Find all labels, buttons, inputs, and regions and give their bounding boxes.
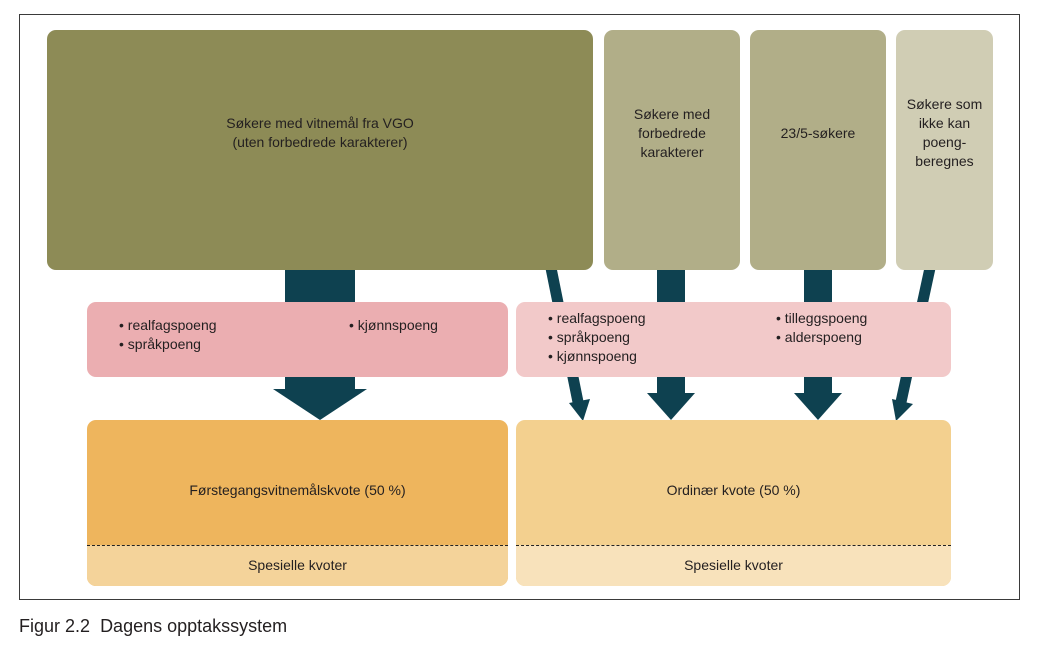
points-left-list-1: realfagspoeng språkpoeng [119,316,217,354]
list-item: kjønnspoeng [548,347,646,366]
first-time-quota-divider [87,545,508,546]
figure-caption: Figur 2.2 Dagens opptakssystem [19,616,287,637]
points-left-list-2: kjønnspoeng [349,316,438,335]
applicants-vgo-box: Søkere med vitnemål fra VGO (uten forbed… [47,30,593,270]
first-time-special-quota-label: Spesielle kvoter [248,557,347,573]
ordinary-special-quota-label: Spesielle kvoter [684,557,783,573]
figure-title: Dagens opptakssystem [100,616,288,636]
applicants-23-5-box: 23/5-søkere [750,30,886,270]
list-item: språkpoeng [548,328,646,347]
points-right-list-2: tilleggspoeng alderspoeng [776,309,868,347]
applicants-no-points-box: Søkere som ikke kan poeng- beregnes [896,30,993,270]
list-item: tilleggspoeng [776,309,868,328]
list-item: alderspoeng [776,328,867,347]
ordinary-quota-divider [516,545,951,546]
applicants-improved-grades-box: Søkere med forbedrede karakterer [604,30,740,270]
first-time-special-quota-box [87,545,508,586]
list-item: kjønnspoeng [349,316,438,335]
ordinary-quota-label: Ordinær kvote (50 %) [666,482,801,498]
list-item: realfagspoeng [119,316,217,335]
figure-label: Figur 2.2 [19,616,91,636]
points-right-list-1: realfagspoeng språkpoeng kjønnspoeng [548,309,646,366]
list-item: språkpoeng [119,335,217,354]
ordinary-special-quota-box [516,545,951,586]
list-item: realfagspoeng [548,309,646,328]
first-time-quota-label: Førstegangsvitnemålskvote (50 %) [189,482,406,498]
